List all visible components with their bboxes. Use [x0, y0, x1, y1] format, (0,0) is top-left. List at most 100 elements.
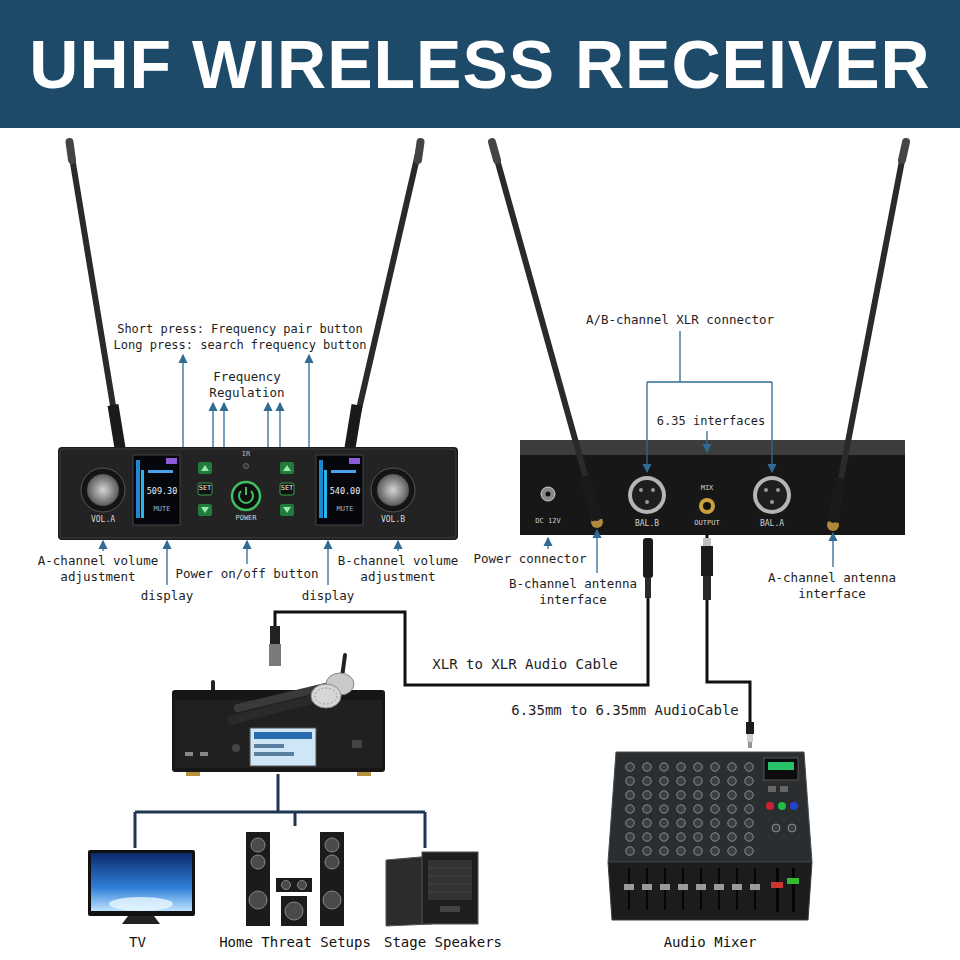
front-receiver-body	[58, 447, 458, 540]
front-receiver-body	[349, 458, 360, 464]
antenna	[70, 142, 73, 160]
karaoke-amplifier	[311, 684, 341, 708]
front-receiver-body	[283, 465, 291, 471]
front-receiver-body	[316, 455, 363, 525]
leader-line	[706, 431, 707, 452]
callout-label: Frequency Regulation	[197, 369, 297, 401]
home-theater-illustration	[282, 881, 291, 890]
home-theater-illustration	[320, 832, 344, 926]
callout-label: display	[293, 588, 363, 604]
rear-receiver-body	[776, 488, 780, 492]
home-theater-illustration	[323, 891, 341, 909]
front-receiver-body	[244, 464, 249, 469]
panel-marking: 540.00	[330, 487, 361, 497]
callout-label: display	[132, 588, 202, 604]
device-caption: Audio Mixer	[664, 934, 757, 950]
title-banner: UHF WIRELESS RECEIVER	[0, 0, 960, 128]
leader-line	[182, 355, 183, 447]
front-receiver-body	[245, 487, 247, 495]
front-receiver-body	[280, 504, 294, 516]
front-receiver-body	[198, 462, 212, 474]
home-theater-illustration	[298, 881, 307, 890]
front-receiver-body	[58, 447, 458, 540]
antenna	[585, 476, 597, 520]
xlr-cable	[269, 538, 653, 685]
stage-speaker-illustration	[428, 868, 472, 892]
front-receiver-body	[371, 468, 415, 512]
leader-line	[212, 403, 213, 447]
leader-line	[771, 382, 772, 472]
leader-line	[308, 355, 309, 447]
panel-marking: DC 12V	[535, 517, 560, 525]
front-receiver-body	[280, 462, 294, 474]
karaoke-amplifier	[172, 655, 385, 776]
panel-marking: MUTE	[154, 505, 171, 513]
audio-mixer-illustration	[768, 786, 776, 792]
audio-mixer-illustration	[772, 824, 780, 832]
antenna	[902, 142, 906, 160]
rear-receiver-body	[699, 498, 715, 514]
title: UHF WIRELESS RECEIVER	[29, 30, 930, 98]
front-receiver-body	[319, 460, 323, 518]
front-receiver-body	[87, 474, 119, 506]
home-theater-illustration	[276, 878, 312, 892]
panel-marking: MIX	[701, 484, 714, 492]
audio-mixer-illustration	[608, 752, 812, 920]
callout-label: XLR to XLR Audio Cable	[415, 656, 635, 673]
panel-marking: VOL.A	[91, 515, 115, 524]
front-receiver-body	[81, 468, 125, 512]
karaoke-amplifier	[254, 732, 312, 739]
audio-mixer-illustration	[771, 882, 783, 888]
stage-speaker-illustration	[428, 860, 472, 900]
device-caption: Home Threat Setups	[219, 934, 371, 950]
jack-plug	[703, 576, 711, 600]
front-receiver-body	[280, 483, 294, 495]
antenna	[70, 145, 120, 448]
callout-label: A-channel antenna interface	[765, 570, 900, 602]
leader-line	[548, 331, 833, 573]
home-theater-illustration	[251, 838, 265, 852]
front-receiver-body	[283, 507, 291, 513]
karaoke-amplifier	[250, 728, 316, 766]
front-receiver-body	[324, 470, 327, 518]
karaoke-amplifier	[200, 752, 208, 756]
karaoke-amplifier	[357, 772, 371, 776]
leader-line	[223, 403, 224, 447]
tv-illustration	[91, 853, 192, 911]
callout-label: Short press: Frequency pair button	[109, 321, 371, 337]
antenna	[350, 145, 420, 448]
home-theater-illustration	[325, 855, 339, 869]
audio-mixer-illustration	[620, 866, 764, 914]
xlr-cable	[269, 644, 281, 666]
callout-label: Power connector	[465, 551, 595, 567]
leader-line	[647, 381, 772, 382]
tv-illustration	[88, 850, 195, 916]
xlr-cable	[645, 578, 651, 598]
rear-receiver-body	[757, 480, 787, 510]
leader-line	[397, 541, 398, 551]
panel-marking: OUTPUT	[694, 519, 719, 527]
leader-line	[327, 541, 328, 585]
front-receiver-body	[201, 465, 209, 471]
home-theater-illustration	[325, 838, 339, 852]
front-receiver-body	[60, 449, 456, 538]
leader-line	[646, 382, 647, 472]
jack-plug	[701, 546, 713, 576]
panel-marking: VOL.B	[381, 515, 405, 524]
audio-mixer-illustration	[768, 762, 794, 770]
stage-speaker-illustration	[440, 906, 460, 912]
rear-receiver: DC 12VBAL.BMIXOUTPUTBAL.A	[518, 440, 908, 535]
device-caption: TV	[129, 934, 146, 950]
tv-illustration	[109, 897, 173, 911]
callout-label: A-channel volume adjustment	[28, 553, 168, 585]
callout-label: Long press: search frequency button	[109, 337, 371, 353]
karaoke-amplifier	[315, 688, 337, 704]
device-caption: Stage Speakers	[384, 934, 502, 950]
rear-receiver-body	[520, 455, 905, 535]
rear-receiver-body	[651, 488, 655, 492]
panel-marking: BAL.B	[635, 519, 659, 528]
antenna	[493, 145, 597, 518]
jack-plug	[747, 734, 753, 742]
audio-mixer-illustration	[766, 802, 774, 810]
distribution-wire	[135, 774, 425, 848]
